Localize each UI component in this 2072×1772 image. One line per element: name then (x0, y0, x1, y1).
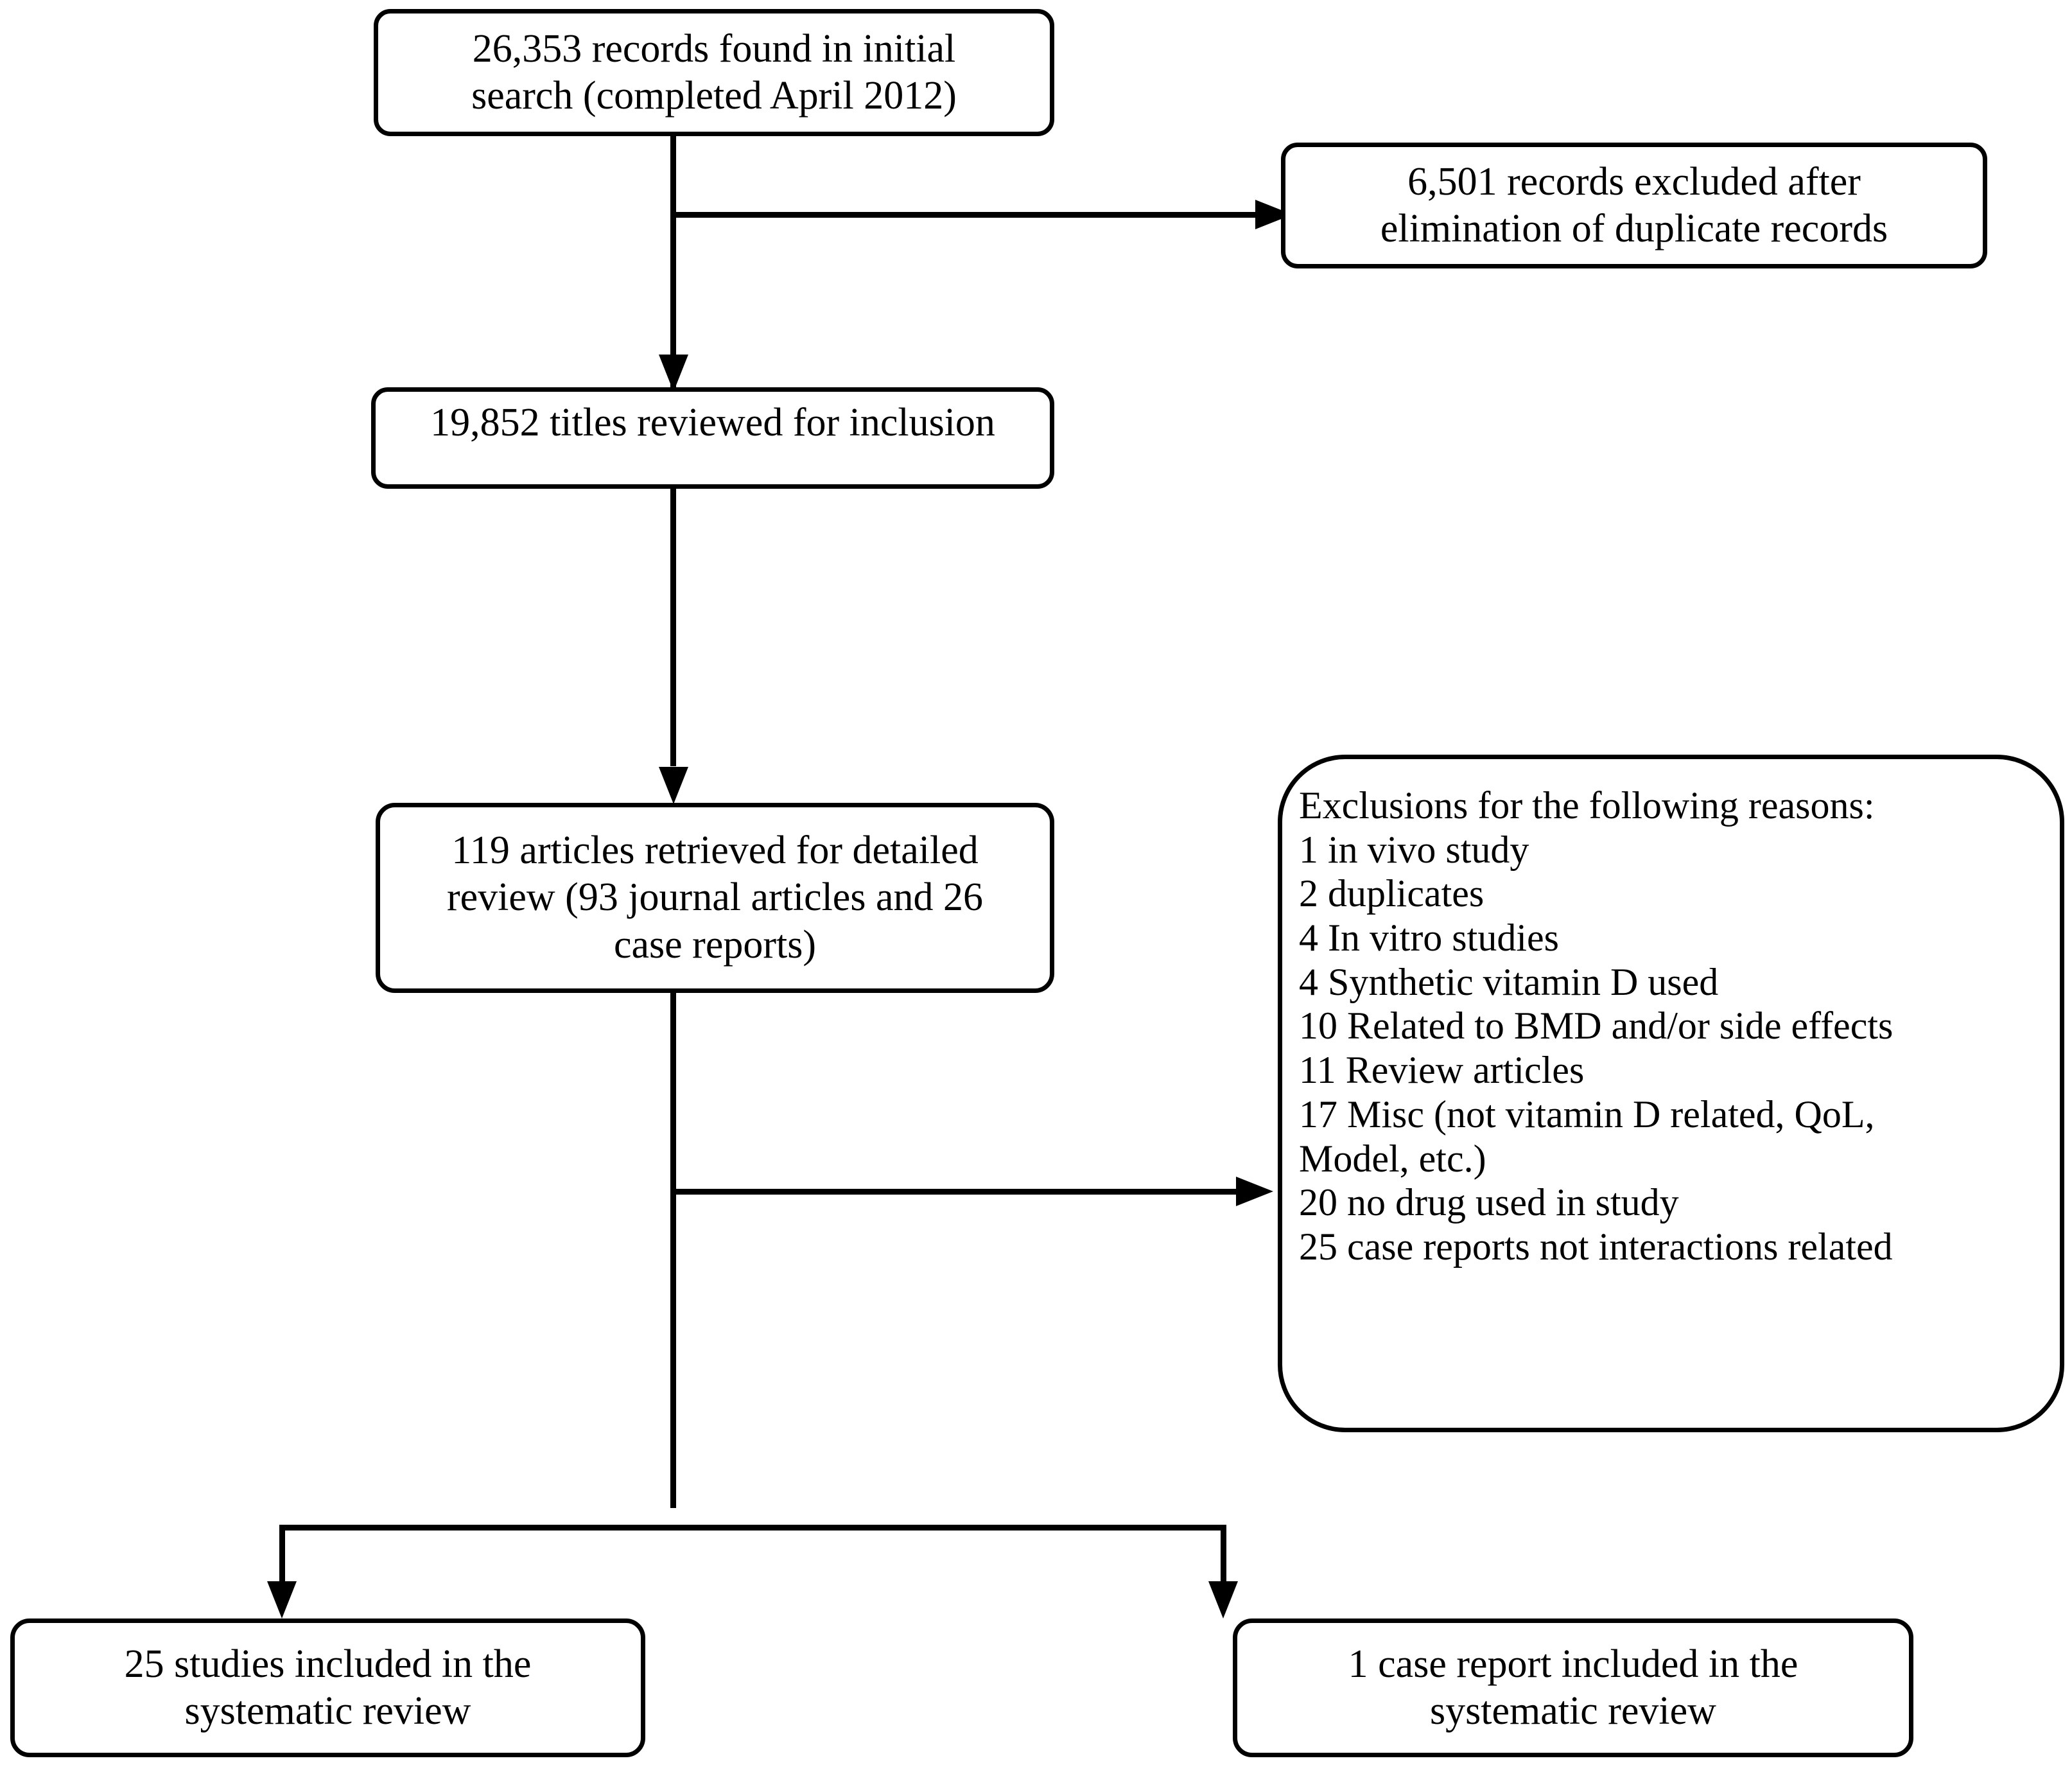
arrowhead-to-case-report-included (1208, 1581, 1238, 1618)
exclusion-reason-3: 4 In vitro studies (1299, 917, 1559, 960)
arrowhead-to-titles-reviewed (659, 355, 688, 392)
exclusion-reason-2: 2 duplicates (1299, 872, 1484, 915)
exclusion-reason-8: 20 no drug used in study (1299, 1181, 1679, 1224)
arrowhead-to-articles-retrieved (659, 767, 688, 804)
node-exclusions[interactable]: Exclusions for the following reasons: 1 … (1278, 755, 2064, 1432)
node-duplicates-excluded[interactable]: 6,501 records excluded after elimination… (1281, 143, 1987, 268)
articles-retrieved-line-1: 119 articles retrieved for detailed (451, 829, 979, 873)
node-articles-retrieved[interactable]: 119 articles retrieved for detailed revi… (376, 803, 1054, 993)
case-report-included-line-1: 1 case report included in the (1348, 1642, 1798, 1686)
connector-to-duplicates-excluded (670, 212, 1261, 218)
connector-trunk-middle (670, 489, 676, 766)
studies-included-line-2: systematic review (184, 1689, 471, 1733)
articles-retrieved-line-2: review (93 journal articles and 26 (447, 875, 983, 920)
articles-retrieved-line-3: case reports) (614, 922, 816, 967)
connector-bottom-split-bar (279, 1525, 1226, 1531)
exclusion-reason-9: 25 case reports not interactions related (1299, 1225, 1893, 1268)
case-report-included-line-2: systematic review (1430, 1689, 1716, 1733)
node-studies-included[interactable]: 25 studies included in the systematic re… (10, 1618, 645, 1757)
connector-split-left-leg (279, 1525, 285, 1589)
duplicates-excluded-line-2: elimination of duplicate records (1380, 207, 1888, 250)
titles-reviewed-line-1: 19,852 titles reviewed for inclusion (430, 401, 995, 445)
exclusion-reason-4: 4 Synthetic vitamin D used (1299, 960, 1719, 1003)
arrowhead-to-studies-included (267, 1581, 297, 1618)
exclusions-heading: Exclusions for the following reasons: (1299, 784, 1875, 827)
exclusion-reason-7-cont: Model, etc.) (1299, 1137, 1486, 1180)
node-titles-reviewed[interactable]: 19,852 titles reviewed for inclusion (371, 387, 1054, 489)
connector-trunk-lower (670, 993, 676, 1508)
connector-trunk-upper (670, 136, 676, 392)
exclusion-reason-6: 11 Review articles (1299, 1049, 1585, 1092)
exclusion-reason-5: 10 Related to BMD and/or side effects (1299, 1004, 1894, 1048)
exclusion-reason-1: 1 in vivo study (1299, 828, 1529, 871)
exclusion-reason-7: 17 Misc (not vitamin D related, QoL, (1299, 1092, 1875, 1136)
arrowhead-to-exclusions (1236, 1177, 1273, 1206)
connector-to-exclusions (670, 1189, 1242, 1195)
initial-search-line-2: search (completed April 2012) (471, 74, 957, 118)
duplicates-excluded-line-1: 6,501 records excluded after (1407, 159, 1861, 204)
node-initial-search[interactable]: 26,353 records found in initial search (… (374, 9, 1054, 136)
node-case-report-included[interactable]: 1 case report included in the systematic… (1233, 1618, 1913, 1757)
studies-included-line-1: 25 studies included in the (124, 1642, 532, 1686)
initial-search-line-1: 26,353 records found in initial (472, 26, 956, 71)
connector-split-right-leg (1221, 1525, 1226, 1589)
